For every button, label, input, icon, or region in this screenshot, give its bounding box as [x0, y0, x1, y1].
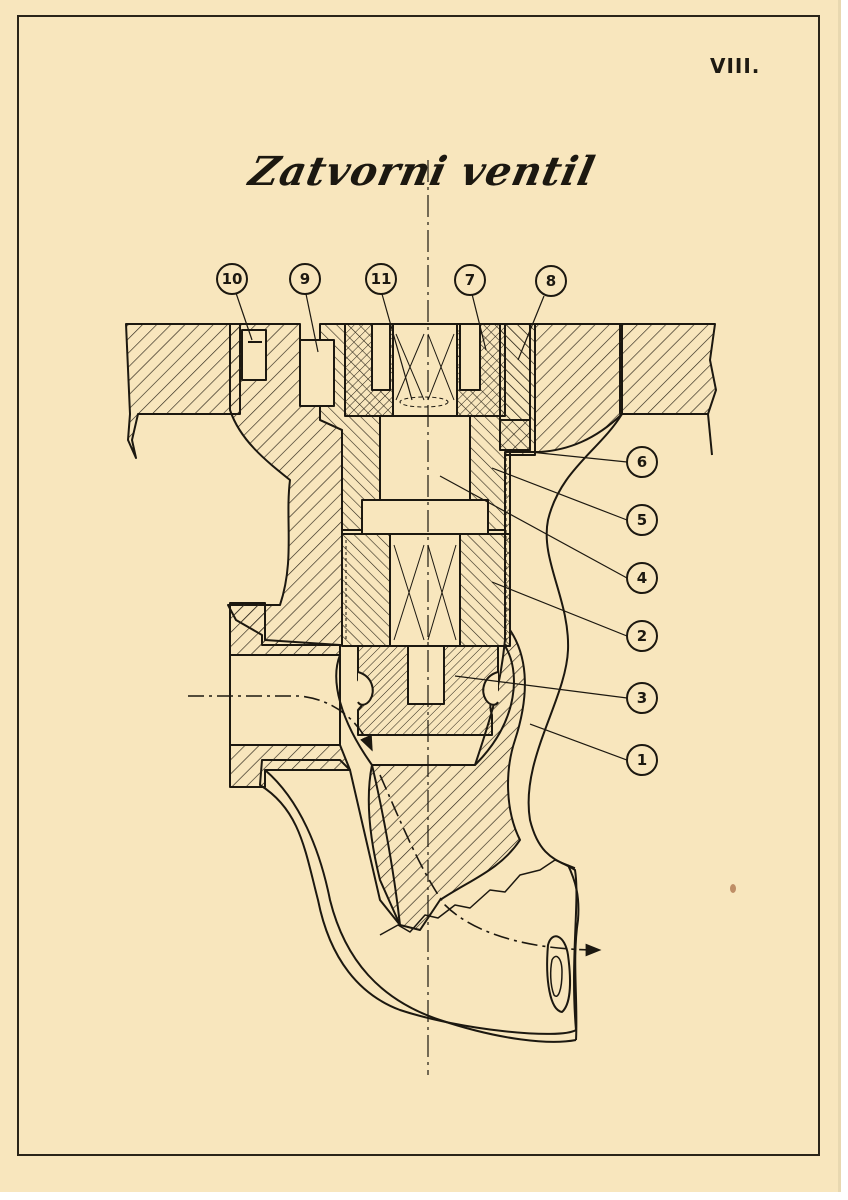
- svg-text:5: 5: [637, 511, 647, 529]
- screw-10: [241, 329, 267, 381]
- plug-8: [499, 323, 531, 421]
- collar: [361, 499, 489, 535]
- outlet-opening: [546, 935, 571, 1013]
- callout-7: 7: [454, 264, 487, 351]
- svg-text:1: 1: [637, 751, 647, 769]
- deck-left: [125, 323, 241, 459]
- flow-arrow-in: [188, 695, 373, 752]
- flow-arrow-out: [379, 774, 602, 957]
- callout-4: 4: [439, 475, 658, 594]
- callout-2: 2: [491, 581, 658, 652]
- svg-text:6: 6: [637, 453, 647, 471]
- svg-text:10: 10: [222, 270, 243, 288]
- bolt-9: [299, 339, 335, 407]
- callout-10: 10: [216, 263, 253, 341]
- svg-text:7: 7: [465, 271, 475, 289]
- callout-3: 3: [454, 675, 658, 714]
- callout-6: 6: [529, 446, 658, 478]
- svg-text:8: 8: [546, 272, 556, 290]
- svg-text:4: 4: [637, 569, 647, 587]
- callout-11: 11: [365, 263, 413, 401]
- svg-text:3: 3: [637, 689, 647, 707]
- sheet-number: VIII.: [710, 54, 761, 78]
- paper-stain: [730, 884, 736, 893]
- sheet-border: [17, 15, 820, 1156]
- callout-1: 1: [529, 723, 658, 776]
- callout-9: 9: [289, 263, 321, 353]
- callout-5: 5: [491, 467, 658, 536]
- inlet-flange-lower: [229, 744, 351, 788]
- spindle-4: [379, 415, 471, 501]
- svg-text:2: 2: [637, 627, 647, 645]
- callout-8: 8: [517, 265, 567, 361]
- packing-11: [392, 323, 458, 417]
- svg-text:9: 9: [300, 270, 310, 288]
- deck-right: [619, 323, 717, 415]
- svg-text:11: 11: [371, 270, 392, 288]
